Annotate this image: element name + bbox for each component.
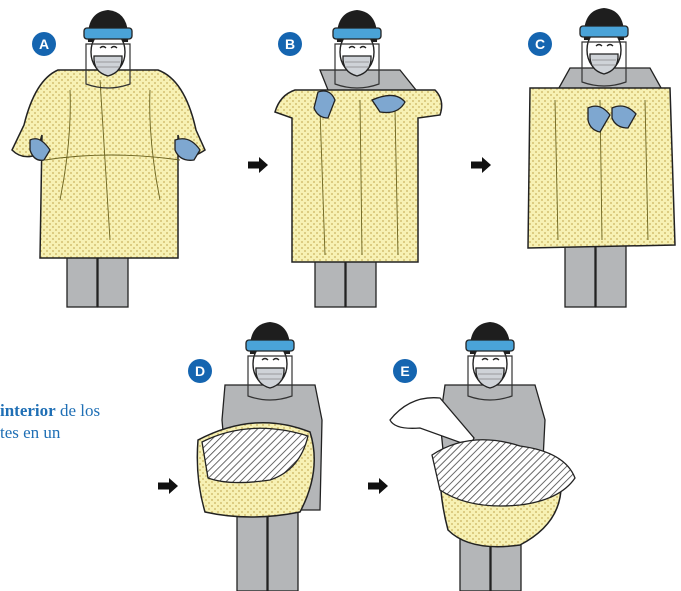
step-e-figure (390, 322, 575, 591)
step-c-figure (528, 8, 675, 307)
arrow-right-icon (158, 478, 178, 494)
svg-text:D: D (195, 363, 205, 379)
svg-text:B: B (285, 36, 295, 52)
caption-bold-word: interior (0, 401, 56, 420)
instruction-caption: interior de los tes en un (0, 400, 175, 444)
caption-line-2: tes en un (0, 422, 175, 444)
step-badge-b: B (278, 32, 302, 56)
svg-text:A: A (39, 36, 49, 52)
arrow-right-icon (248, 157, 268, 173)
step-badge-a: A (32, 32, 56, 56)
svg-text:C: C (535, 36, 545, 52)
step-badge-c: C (528, 32, 552, 56)
arrow-right-icon (471, 157, 491, 173)
step-b-figure (275, 10, 442, 307)
svg-text:E: E (400, 363, 409, 379)
step-d-figure (197, 322, 322, 591)
arrow-right-icon (368, 478, 388, 494)
step-badge-e: E (393, 359, 417, 383)
caption-line-1-rest: de los (56, 401, 100, 420)
caption-line-1: interior de los (0, 400, 175, 422)
step-badge-d: D (188, 359, 212, 383)
